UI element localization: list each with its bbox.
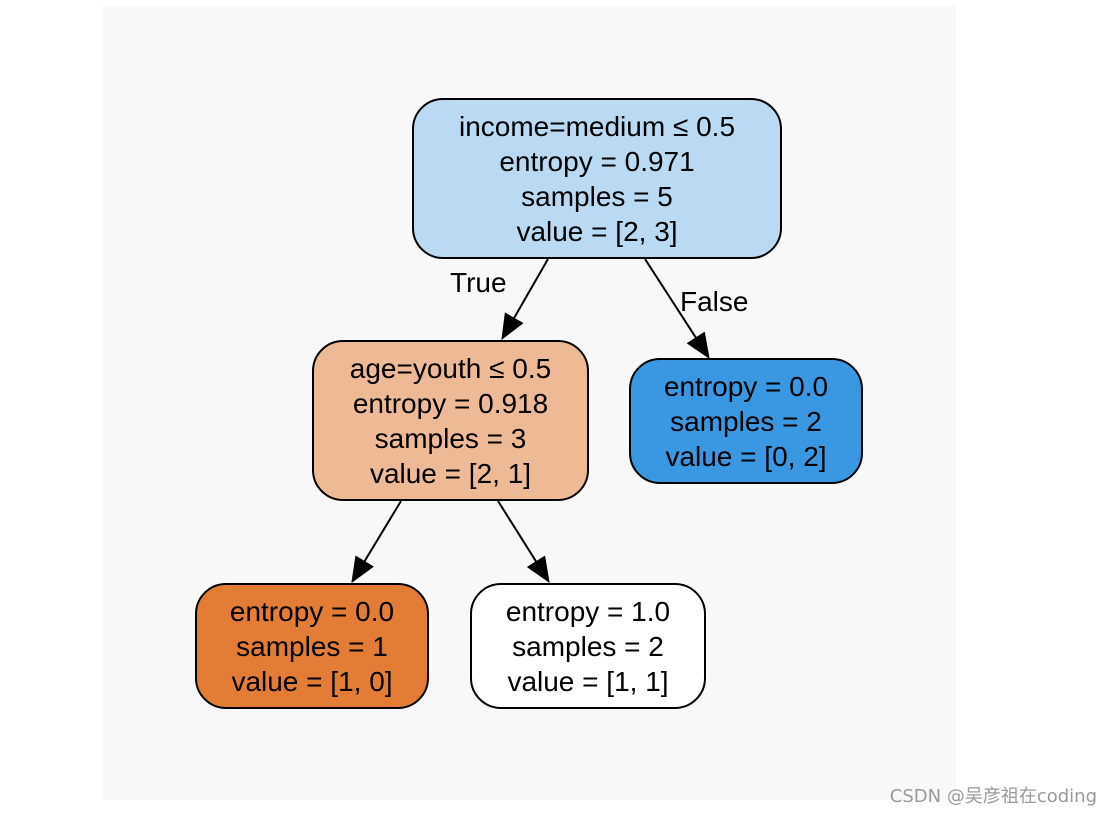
- edge-arrowhead: [686, 331, 710, 360]
- node-text-line: value = [1, 1]: [507, 666, 668, 697]
- edge-arrowhead: [526, 555, 550, 584]
- watermark: CSDN @吴彦祖在coding: [889, 786, 1097, 807]
- tree-node-leftleft: entropy = 0.0 samples = 1 value = [1, 0]: [195, 583, 429, 709]
- node-text-line: samples = 3: [375, 423, 527, 454]
- node-box: [470, 583, 706, 709]
- node-text-line: entropy = 0.918: [353, 388, 548, 419]
- tree-node-root: income=medium ≤ 0.5 entropy = 0.971 sample…: [412, 98, 782, 259]
- tree-node-right: entropy = 0.0 samples = 2 value = [0, 2]: [629, 358, 863, 484]
- node-text-line: samples = 5: [521, 181, 673, 212]
- edge-left-leftleft: [351, 500, 402, 584]
- node-text-line: value = [2, 1]: [370, 458, 531, 489]
- node-text-line: entropy = 0.971: [499, 146, 694, 177]
- edge-root-right: False: [644, 258, 748, 360]
- node-text-line: income=medium ≤ 0.5: [459, 111, 735, 142]
- node-box: [629, 358, 863, 484]
- node-box: [412, 98, 782, 259]
- node-text-line: age=youth ≤ 0.5: [350, 353, 551, 384]
- node-text-line: samples = 2: [512, 631, 664, 662]
- node-text-line: value = [1, 0]: [231, 666, 392, 697]
- edge-line: [644, 258, 697, 339]
- tree-node-leftright: entropy = 1.0 samples = 2 value = [1, 1]: [470, 583, 706, 709]
- edge-label: False: [680, 286, 748, 317]
- edge-arrowhead: [351, 555, 374, 584]
- node-text-line: samples = 2: [670, 406, 822, 437]
- node-text-line: entropy = 0.0: [230, 596, 394, 627]
- node-text-line: samples = 1: [236, 631, 388, 662]
- node-box: [195, 583, 429, 709]
- edge-label: True: [450, 267, 507, 298]
- node-text-line: value = [2, 3]: [516, 216, 677, 247]
- edge-line: [513, 258, 549, 319]
- tree-node-left: age=youth ≤ 0.5 entropy = 0.918 samples = …: [312, 340, 589, 501]
- edge-line: [497, 500, 538, 563]
- edge-root-left: True: [450, 258, 549, 341]
- edge-arrowhead: [501, 312, 524, 341]
- edge-left-leftright: [497, 500, 550, 584]
- edge-line: [363, 500, 402, 562]
- node-box: [312, 340, 589, 501]
- node-text-line: value = [0, 2]: [665, 441, 826, 472]
- node-text-line: entropy = 1.0: [506, 596, 670, 627]
- node-text-line: entropy = 0.0: [664, 371, 828, 402]
